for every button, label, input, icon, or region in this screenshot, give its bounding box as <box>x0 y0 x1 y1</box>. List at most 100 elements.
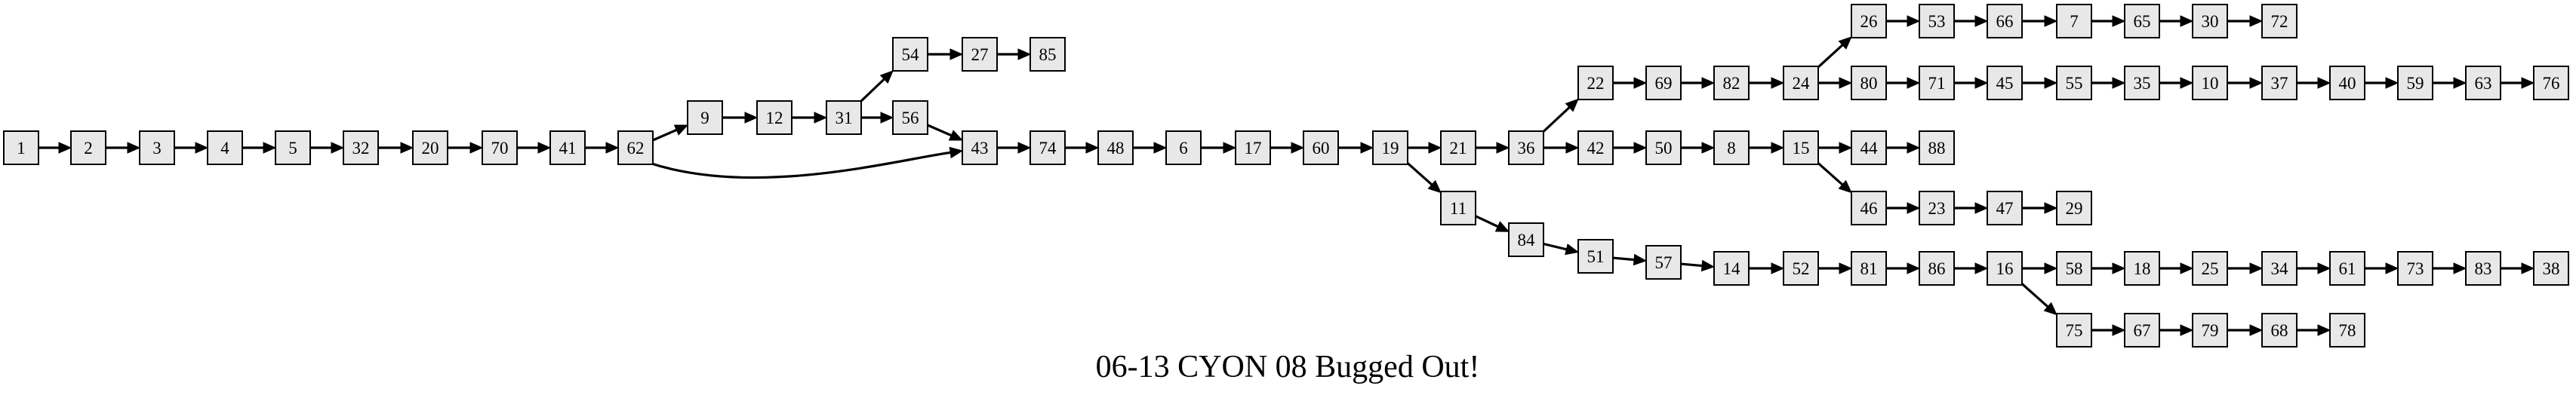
edge-46-23 <box>1886 202 1921 214</box>
edge-65-30 <box>2159 15 2194 27</box>
node-box <box>1577 130 1614 165</box>
node-46: 46 <box>1851 191 1887 225</box>
arrow-head <box>2112 15 2126 27</box>
node-14: 14 <box>1713 251 1750 286</box>
edge-line <box>648 151 951 179</box>
node-label: 62 <box>627 139 645 158</box>
node-80: 80 <box>1851 66 1887 100</box>
node-label: 65 <box>2134 12 2151 31</box>
node-box <box>1440 130 1476 165</box>
arrow-head <box>469 142 484 154</box>
edge-line <box>860 78 885 103</box>
edge-14-52 <box>1749 262 1785 274</box>
node-label: 31 <box>836 109 853 127</box>
node-60: 60 <box>1303 130 1339 165</box>
arrow-head <box>2453 262 2467 274</box>
node-2: 2 <box>70 130 106 165</box>
node-label: 82 <box>1723 74 1740 93</box>
node-85: 85 <box>1029 37 1066 72</box>
node-label: 1 <box>17 139 26 158</box>
node-label: 86 <box>1928 259 1946 278</box>
node-label: 72 <box>2271 12 2288 31</box>
node-45: 45 <box>1987 66 2023 100</box>
node-label: 36 <box>1518 139 1535 158</box>
node-24: 24 <box>1783 66 1819 100</box>
edge-74-48 <box>1065 142 1100 154</box>
node-label: 16 <box>1996 259 2014 278</box>
node-label: 83 <box>2475 259 2492 278</box>
arrow-head <box>195 142 209 154</box>
node-box <box>1987 66 2023 100</box>
node-53: 53 <box>1919 4 1955 38</box>
edge-30-72 <box>2227 15 2264 27</box>
edge-57-14 <box>1680 259 1716 272</box>
node-box <box>1508 130 1544 165</box>
edge-line <box>1475 215 1499 228</box>
node-box <box>1577 66 1614 100</box>
node-label: 44 <box>1860 139 1879 158</box>
node-label: 15 <box>1793 139 1810 158</box>
node-22: 22 <box>1577 66 1614 100</box>
edge-75-67 <box>2091 324 2126 336</box>
edge-line <box>1543 242 1567 251</box>
node-label: 74 <box>1039 139 1057 158</box>
node-box <box>2261 66 2297 100</box>
arrow-head <box>2180 15 2194 27</box>
edge-12-31 <box>792 112 828 124</box>
node-box <box>1577 239 1614 274</box>
node-box <box>1783 66 1819 100</box>
edge-62-43 <box>648 146 964 179</box>
arrow-head <box>2453 77 2467 89</box>
node-42: 42 <box>1577 130 1614 165</box>
edge-86-16 <box>1954 262 1989 274</box>
edge-line <box>1680 262 1703 268</box>
edge-83-38 <box>2501 262 2535 274</box>
arrow-head <box>1085 142 1100 154</box>
node-31: 31 <box>826 100 862 135</box>
node-label: 63 <box>2475 74 2492 93</box>
arrow-head <box>2317 262 2331 274</box>
edge-70-41 <box>517 142 552 154</box>
arrow-head <box>2249 15 2264 27</box>
arrow-head <box>1565 243 1580 256</box>
node-label: 76 <box>2543 74 2560 93</box>
node-19: 19 <box>1372 130 1408 165</box>
node-box <box>2465 251 2501 286</box>
node-box <box>412 130 448 165</box>
node-box <box>2124 313 2160 348</box>
node-66: 66 <box>1987 4 2023 38</box>
node-81: 81 <box>1851 251 1887 286</box>
edge-36-22 <box>1542 98 1579 133</box>
node-box <box>826 100 862 135</box>
node-6: 6 <box>1165 130 1202 165</box>
arrow-head <box>127 142 141 154</box>
arrow-head <box>2317 324 2331 336</box>
arrow-head <box>1839 262 1853 274</box>
node-12: 12 <box>756 100 792 135</box>
node-label: 53 <box>1928 12 1946 31</box>
node-label: 29 <box>2066 199 2083 218</box>
edge-67-79 <box>2159 324 2194 336</box>
node-16: 16 <box>1987 251 2023 286</box>
node-label: 58 <box>2066 259 2083 278</box>
arrow-head <box>1565 142 1580 154</box>
arrow-head <box>673 124 689 136</box>
arrow-head <box>1017 48 1032 60</box>
node-54: 54 <box>892 37 928 72</box>
node-label: 45 <box>1996 74 2014 93</box>
node-label: 57 <box>1655 253 1673 272</box>
node-box <box>892 100 928 135</box>
edge-43-74 <box>997 142 1032 154</box>
node-box <box>962 37 998 72</box>
node-label: 41 <box>559 139 577 158</box>
node-label: 66 <box>1996 12 2014 31</box>
arrow-head <box>949 48 964 60</box>
node-69: 69 <box>1645 66 1682 100</box>
node-box <box>2192 313 2228 348</box>
node-box <box>2056 4 2092 38</box>
node-box <box>275 130 311 165</box>
node-label: 4 <box>220 139 229 158</box>
node-box <box>2533 66 2569 100</box>
node-box <box>1235 130 1271 165</box>
node-label: 43 <box>971 139 989 158</box>
